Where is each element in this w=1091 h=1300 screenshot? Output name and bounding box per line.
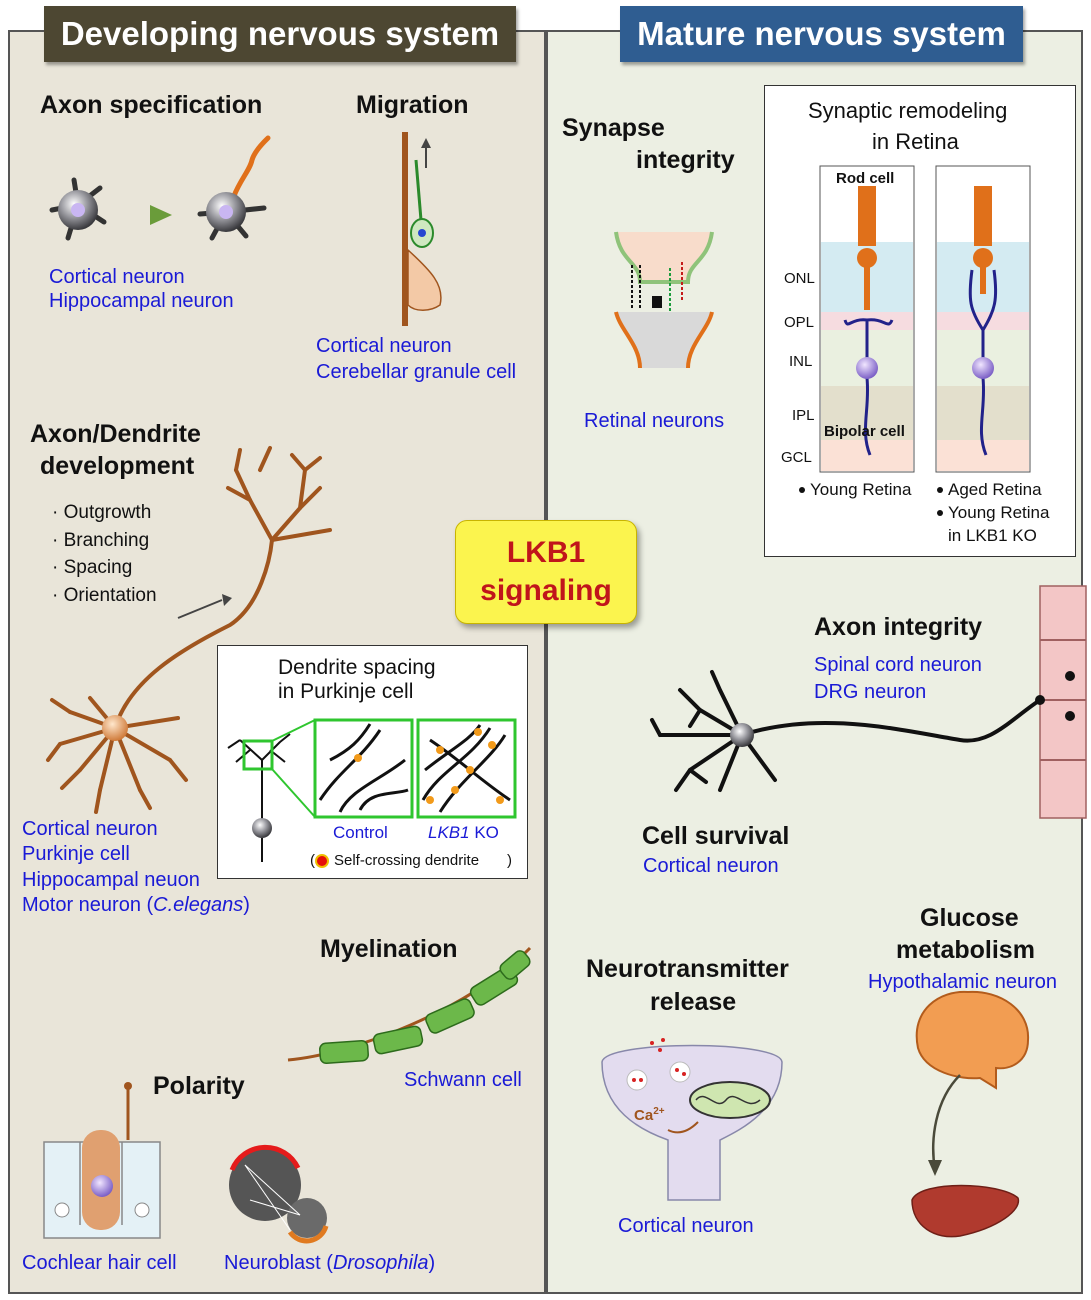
axon-dendrite-label-3: Hippocampal neuon — [22, 869, 200, 891]
synapse-label: Retinal neurons — [584, 410, 725, 432]
legend-open-paren: ( — [310, 852, 315, 869]
hair-cell-graphic — [43, 1082, 161, 1239]
axon-dendrite-label-2: Purkinje cell — [22, 843, 130, 865]
axon-spec-label-2: Hippocampal neuron — [49, 290, 234, 312]
migration-label-1: Cortical neuron — [316, 335, 452, 357]
brain-icon — [915, 990, 1030, 1090]
signaling-label: signaling — [480, 574, 612, 607]
polarity-label-1: Cochlear hair cell — [22, 1252, 177, 1274]
neuroblast-graphic — [229, 1144, 329, 1244]
spinal-cord-graphic — [1039, 585, 1087, 819]
purkinje-title-2: in Purkinje cell — [278, 680, 414, 703]
polarity-label-2: Neuroblast (Drosophila) — [224, 1252, 436, 1274]
self-crossing-marker — [315, 854, 329, 868]
bullet-outgrowth: · Outgrowth — [52, 502, 152, 523]
myelination-title: Myelination — [320, 935, 458, 963]
layer-onl: ONL — [784, 270, 815, 287]
synapse-graphic — [614, 231, 714, 369]
neurotransmitter-title-2: release — [650, 988, 737, 1016]
myelination-label: Schwann cell — [404, 1069, 522, 1091]
legend-young-ko-2: in LKB1 KO — [948, 526, 1037, 545]
legend-young: Young Retina — [810, 480, 912, 499]
axon-spec-graphic — [49, 135, 271, 241]
migration-title: Migration — [356, 91, 469, 119]
axon-integrity-title: Axon integrity — [814, 613, 983, 641]
polarity-title: Polarity — [153, 1072, 245, 1100]
layer-opl: OPL — [784, 314, 815, 331]
survival-neuron-graphic — [650, 670, 1042, 792]
synapse-title-2: integrity — [636, 146, 735, 174]
synapse-title-1: Synapse — [562, 114, 665, 142]
lkb1-label: LKB1 — [506, 536, 586, 569]
arrow-icon — [150, 205, 172, 225]
purkinje-title-1: Dendrite spacing — [278, 656, 436, 679]
axon-spec-label-1: Cortical neuron — [49, 266, 185, 288]
mature-header: Mature nervous system — [620, 6, 1023, 62]
layer-ipl: IPL — [792, 407, 815, 424]
down-arrow-icon — [928, 1160, 942, 1176]
glucose-label: Hypothalamic neuron — [868, 971, 1057, 993]
calcium-label: Ca2+ — [634, 1106, 665, 1124]
axon-dendrite-label-1: Cortical neuron — [22, 818, 158, 840]
legend-aged: Aged Retina — [948, 480, 1042, 499]
cell-survival-title: Cell survival — [642, 822, 790, 850]
large-neuron-graphic — [46, 446, 332, 814]
bullet-branching: · Branching — [52, 530, 150, 551]
ko-label: LKB1 KO — [428, 823, 499, 842]
bullet-spacing: · Spacing — [52, 557, 133, 578]
layer-inl: INL — [789, 353, 813, 370]
retina-title-2: in Retina — [872, 129, 959, 154]
migration-label-2: Cerebellar granule cell — [316, 361, 517, 383]
liver-icon — [911, 1184, 1020, 1238]
neurotransmitter-label: Cortical neuron — [618, 1215, 754, 1237]
axon-dendrite-title-1: Axon/Dendrite — [30, 420, 201, 448]
bipolar-cell-label: Bipolar cell — [824, 423, 905, 440]
layer-gcl: GCL — [781, 449, 812, 466]
bullet-orientation: · Orientation — [52, 585, 157, 606]
retina-graphic — [799, 165, 1031, 516]
legend-close-paren: ) — [507, 852, 512, 869]
retina-title-1: Synaptic remodeling — [808, 98, 1008, 123]
developing-header: Developing nervous system — [44, 6, 516, 62]
neurotransmitter-title-1: Neurotransmitter — [586, 955, 789, 983]
axon-spec-title: Axon specification — [40, 91, 263, 119]
self-crossing-legend: Self-crossing dendrite — [334, 852, 480, 869]
growth-arrow-icon — [222, 594, 232, 606]
axon-dendrite-title-2: development — [40, 452, 195, 480]
cell-survival-label: Cortical neuron — [643, 855, 779, 877]
rod-cell-label: Rod cell — [836, 170, 895, 187]
purkinje-graphic — [227, 718, 517, 868]
release-synapse-graphic — [601, 1038, 783, 1201]
myelination-graphic — [287, 946, 532, 1064]
up-arrow-icon — [421, 138, 431, 148]
legend-young-ko-1: Young Retina — [948, 503, 1050, 522]
axon-integrity-label-2: DRG neuron — [814, 681, 927, 703]
glucose-title-2: metabolism — [896, 936, 1035, 964]
glucose-title-1: Glucose — [920, 904, 1019, 932]
migration-graphic — [402, 132, 442, 326]
control-label: Control — [333, 823, 388, 842]
lkb1-signaling-box: LKB1 signaling — [455, 520, 637, 624]
axon-dendrite-label-4: Motor neuron (C.elegans) — [22, 894, 250, 916]
axon-integrity-label-1: Spinal cord neuron — [814, 654, 982, 676]
